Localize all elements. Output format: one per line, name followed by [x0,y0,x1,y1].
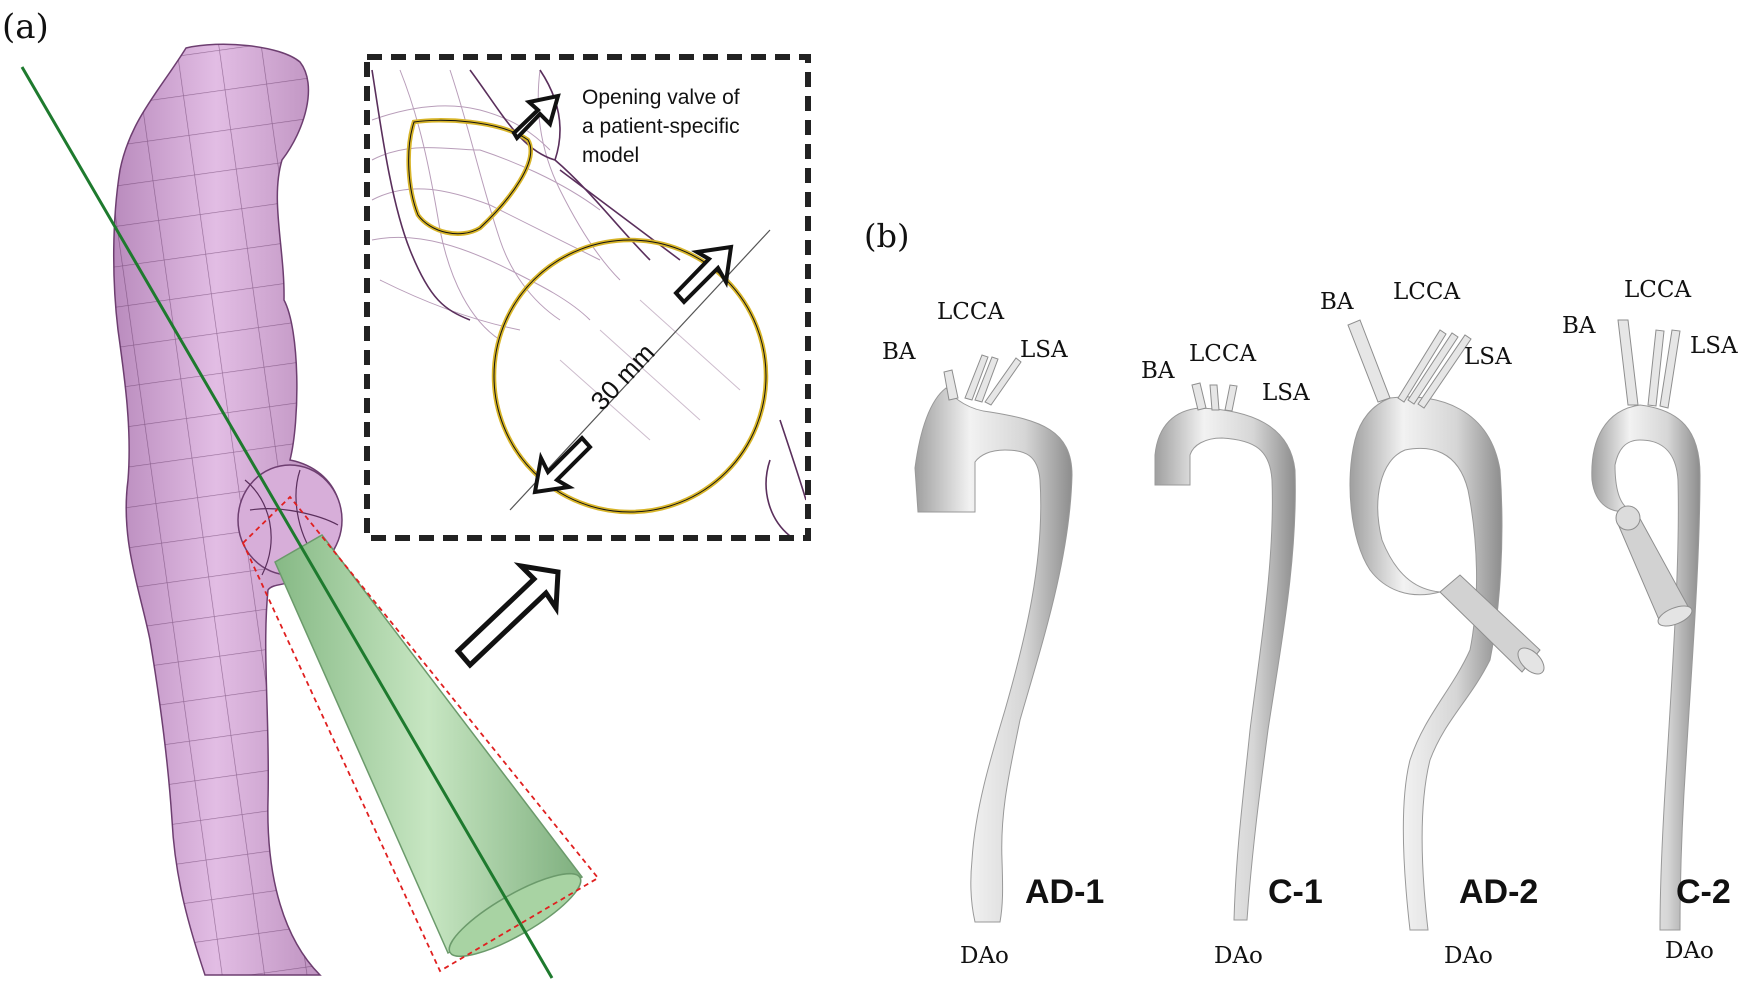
ad-2-branch-lsa: LSA [1464,344,1512,370]
ad-1-branch-lcca: LCCA [937,299,1004,325]
callout-line-3: model [582,144,639,167]
c-1-name: C-1 [1268,873,1323,911]
callout-line-2: a patient-specific [582,115,740,138]
cone-inlet [274,534,584,958]
ad-2-branch-lcca: LCCA [1393,279,1460,305]
dimension-arrow-upper [673,244,734,305]
ad-2-branch-ba: BA [1320,289,1354,315]
enlarge-arrow [454,562,561,669]
panel-b-label: (b) [864,217,909,255]
valve-inset: 30 mm Opening valve of a patient-specifi… [364,54,811,541]
c-1-branch-ba: BA [1141,358,1175,384]
model-c-2: BA LCCA LSA DAo C-2 [1562,277,1738,964]
ad-1-branch-ba: BA [882,339,916,365]
valve-pointer-arrow [511,93,561,142]
model-ad-2: BA LCCA LSA DAo AD-2 [1320,279,1545,969]
patient-aorta-mesh [112,43,343,976]
c-2-branch-ba: BA [1562,313,1596,339]
ad-1-name: AD-1 [1025,873,1104,911]
c-1-branch-lcca: LCCA [1189,341,1256,367]
model-ad-1: BA LCCA LSA DAo AD-1 [882,299,1104,969]
dimension-arrow-lower [532,435,593,495]
c-1-branch-lsa: LSA [1262,380,1310,406]
cone-axis-line [20,66,554,979]
c-1-outlet: DAo [1214,943,1263,969]
ad-1-branch-lsa: LSA [1020,337,1068,363]
c-2-branch-lcca: LCCA [1624,277,1691,303]
c-2-branch-lsa: LSA [1690,333,1738,359]
ad-1-outlet: DAo [960,943,1009,969]
c-2-name: C-2 [1676,873,1731,911]
ad-2-outlet: DAo [1444,943,1493,969]
inset-frame [364,54,811,541]
model-c-1: BA LCCA LSA DAo C-1 [1141,341,1323,969]
ad-2-name: AD-2 [1459,873,1538,911]
panel-a-label: (a) [2,7,49,47]
c-2-outlet: DAo [1665,938,1714,964]
callout-line-1: Opening valve of [582,86,740,109]
